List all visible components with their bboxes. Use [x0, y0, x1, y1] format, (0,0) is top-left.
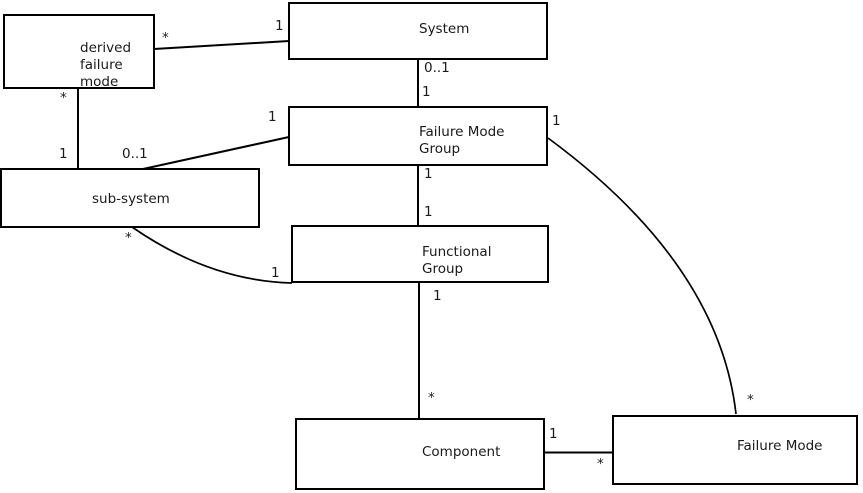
multiplicity-functional-group-component-near-fg: 1: [433, 288, 442, 304]
association-line-derived-failure-mode-system[interactable]: [153, 40, 290, 50]
node-failure-mode[interactable]: Failure Mode: [612, 415, 858, 485]
node-system[interactable]: System: [288, 2, 548, 60]
node-label-failure-mode: Failure Mode: [737, 438, 823, 454]
multiplicity-sub-system-failure-mode-group-near-sub-system: 0..1: [122, 146, 148, 162]
node-label-failure-mode-group: Failure Mode Group: [419, 124, 505, 157]
node-label-system: System: [419, 21, 470, 37]
node-label-sub-system: sub-system: [92, 191, 170, 207]
node-derived-failure-mode[interactable]: derived failure mode: [3, 14, 155, 90]
node-sub-system[interactable]: sub-system: [0, 168, 260, 228]
multiplicity-component-failure-mode-near-component: 1: [549, 426, 558, 442]
node-label-component: Component: [422, 444, 501, 460]
node-label-functional-group: Functional Group: [422, 244, 492, 277]
node-label-derived-failure-mode: derived failure mode: [80, 40, 132, 90]
multiplicity-failure-mode-group-functional-group-near-fmg: 1: [424, 166, 433, 182]
multiplicity-functional-group-component-near-component: *: [428, 390, 435, 406]
multiplicity-failure-mode-group-functional-group-near-fg: 1: [424, 204, 433, 220]
multiplicity-system-failure-mode-group-near-system: 0..1: [424, 60, 450, 76]
multiplicity-sub-system-functional-group-near-fg: 1: [271, 265, 280, 281]
multiplicity-failure-mode-group-failure-mode-near-group: 1: [552, 113, 561, 129]
multiplicity-derived-failure-mode-sub-system-near-derived: *: [60, 90, 67, 106]
multiplicity-sub-system-functional-group-near-sub-system: *: [125, 230, 132, 246]
multiplicity-derived-failure-mode-system-near-system: 1: [275, 18, 284, 34]
multiplicity-failure-mode-group-failure-mode-near-mode: *: [747, 392, 754, 408]
multiplicity-component-failure-mode-near-mode: *: [597, 456, 604, 472]
node-component[interactable]: Component: [295, 418, 545, 490]
association-curve-sub-system-functional-group[interactable]: [131, 226, 293, 284]
association-line-sub-system-failure-mode-group[interactable]: [142, 136, 290, 170]
node-failure-mode-group[interactable]: Failure Mode Group: [288, 106, 548, 166]
multiplicity-sub-system-failure-mode-group-near-group: 1: [268, 109, 277, 125]
node-functional-group[interactable]: Functional Group: [291, 225, 549, 283]
multiplicity-derived-failure-mode-system-near-derived: *: [162, 30, 169, 46]
multiplicity-system-failure-mode-group-near-group: 1: [422, 84, 431, 100]
multiplicity-derived-failure-mode-sub-system-near-sub-system: 1: [59, 146, 68, 162]
association-curve-failure-mode-group-failure-mode[interactable]: [547, 137, 737, 415]
